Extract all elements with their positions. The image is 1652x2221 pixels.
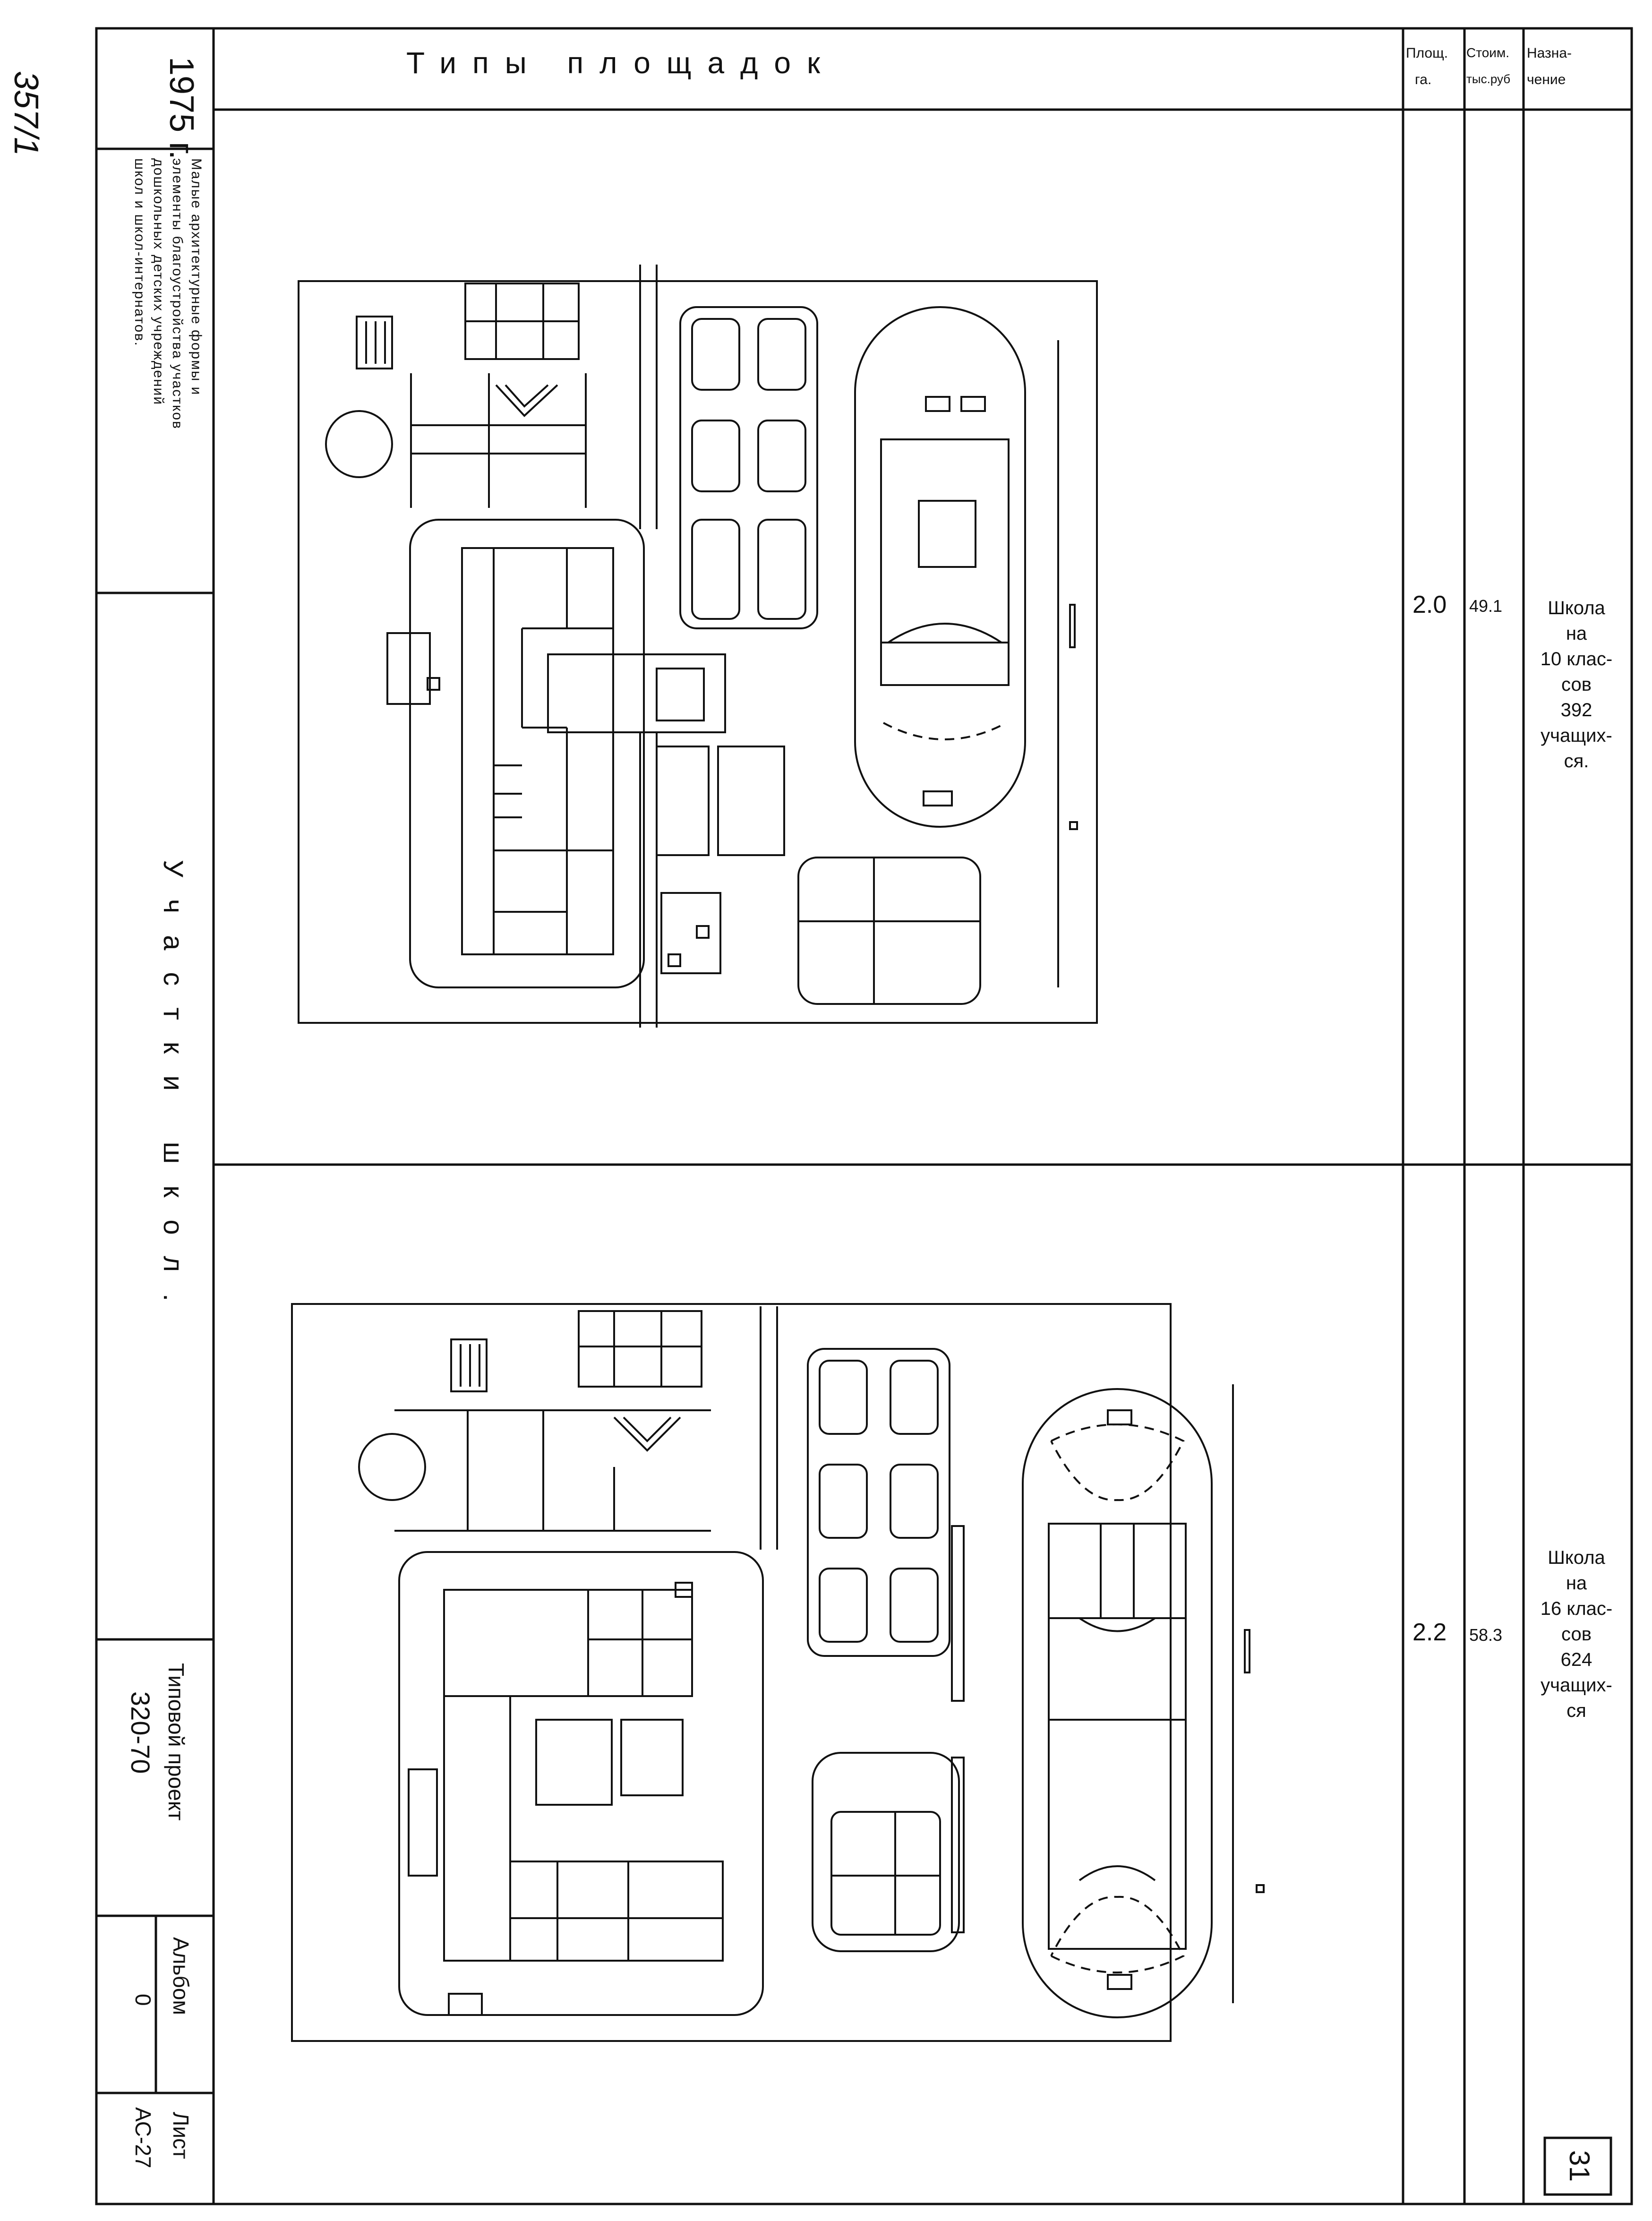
- margin-note: 357/1: [7, 71, 45, 156]
- row-1-purpose-line: 392: [1560, 700, 1592, 720]
- row-1-purpose-line: учащих-: [1541, 725, 1612, 746]
- album-number: 0: [131, 1994, 155, 2006]
- row-2-purpose-line: Школа: [1548, 1547, 1605, 1568]
- album-title-line-4: школ и школ-интернатов.: [132, 158, 147, 347]
- header-area-line-1: Площ.: [1406, 45, 1448, 61]
- row-1-purpose: Школа на 10 клас- сов 392 учащих- ся.: [1527, 595, 1626, 774]
- sheet-frame: [95, 27, 1633, 2205]
- row-1-purpose-line: Школа: [1548, 598, 1605, 618]
- row-2-purpose-line: 16 клас-: [1540, 1598, 1613, 1619]
- album-title-line-2: элементы благоустройства участков: [170, 158, 185, 430]
- album-title-line-1: Малые архитектурные формы и: [188, 158, 204, 396]
- header-area-line-2: га.: [1415, 72, 1432, 87]
- project-number: 320-70: [126, 1691, 155, 1774]
- year-label: 1975 г.: [163, 57, 200, 160]
- row-1-area: 2.0: [1412, 591, 1447, 618]
- row-1-purpose-line: 10 клас-: [1540, 649, 1613, 669]
- header-types: Типы площадок: [406, 46, 836, 80]
- sheet-code: АС-27: [131, 2107, 155, 2169]
- row-2-purpose-line: ся: [1566, 1700, 1586, 1721]
- row-2-purpose-line: учащих-: [1541, 1675, 1612, 1696]
- row-2-area: 2.2: [1412, 1619, 1447, 1646]
- site-plan-1: [298, 265, 1098, 1028]
- row-1-cost: 49.1: [1469, 596, 1503, 616]
- header-purpose-line-2: чение: [1527, 72, 1566, 87]
- row-1-purpose-line: ся.: [1564, 751, 1589, 772]
- row-2-purpose-line: на: [1566, 1573, 1587, 1594]
- row-1-purpose-line: на: [1566, 623, 1587, 644]
- header-purpose-line-1: Назна-: [1527, 45, 1572, 61]
- album-title-line-3: дошкольных детских учреждений: [151, 158, 166, 406]
- header-cost-line-1: Стоим.: [1466, 45, 1509, 60]
- row-2-purpose-line: 624: [1560, 1649, 1592, 1670]
- site-plan-2: [291, 1303, 1265, 2042]
- row-1-purpose-line: сов: [1561, 674, 1592, 695]
- section-title: Участки школ.: [158, 860, 188, 1323]
- row-2-purpose: Школа на 16 клас- сов 624 учащих- ся: [1527, 1545, 1626, 1724]
- sheet-label: Лист: [169, 2112, 193, 2159]
- row-2-purpose-line: сов: [1561, 1624, 1592, 1645]
- row-2-cost: 58.3: [1469, 1625, 1503, 1645]
- project-label: Типовой проект: [164, 1663, 188, 1821]
- page-number: 31: [1563, 2150, 1595, 2182]
- album-label: Альбом: [169, 1937, 193, 2015]
- header-cost-line-2: тыс.руб: [1466, 72, 1511, 86]
